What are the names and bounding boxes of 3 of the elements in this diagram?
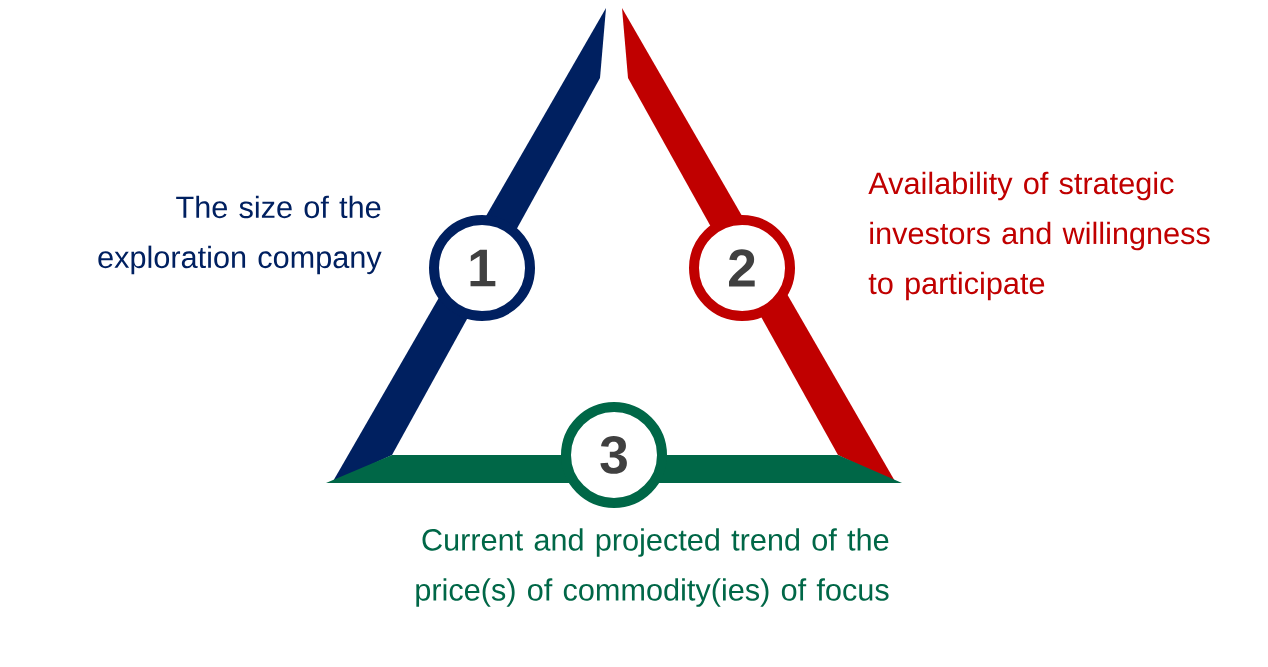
description-text: The size of the exploration company: [98, 195, 382, 275]
description-text: Current and projected trend of the price(s) of commodity(ies) of focus: [416, 528, 889, 607]
description-text: Availability of strategic investors and willingness to participate: [868, 171, 1210, 301]
